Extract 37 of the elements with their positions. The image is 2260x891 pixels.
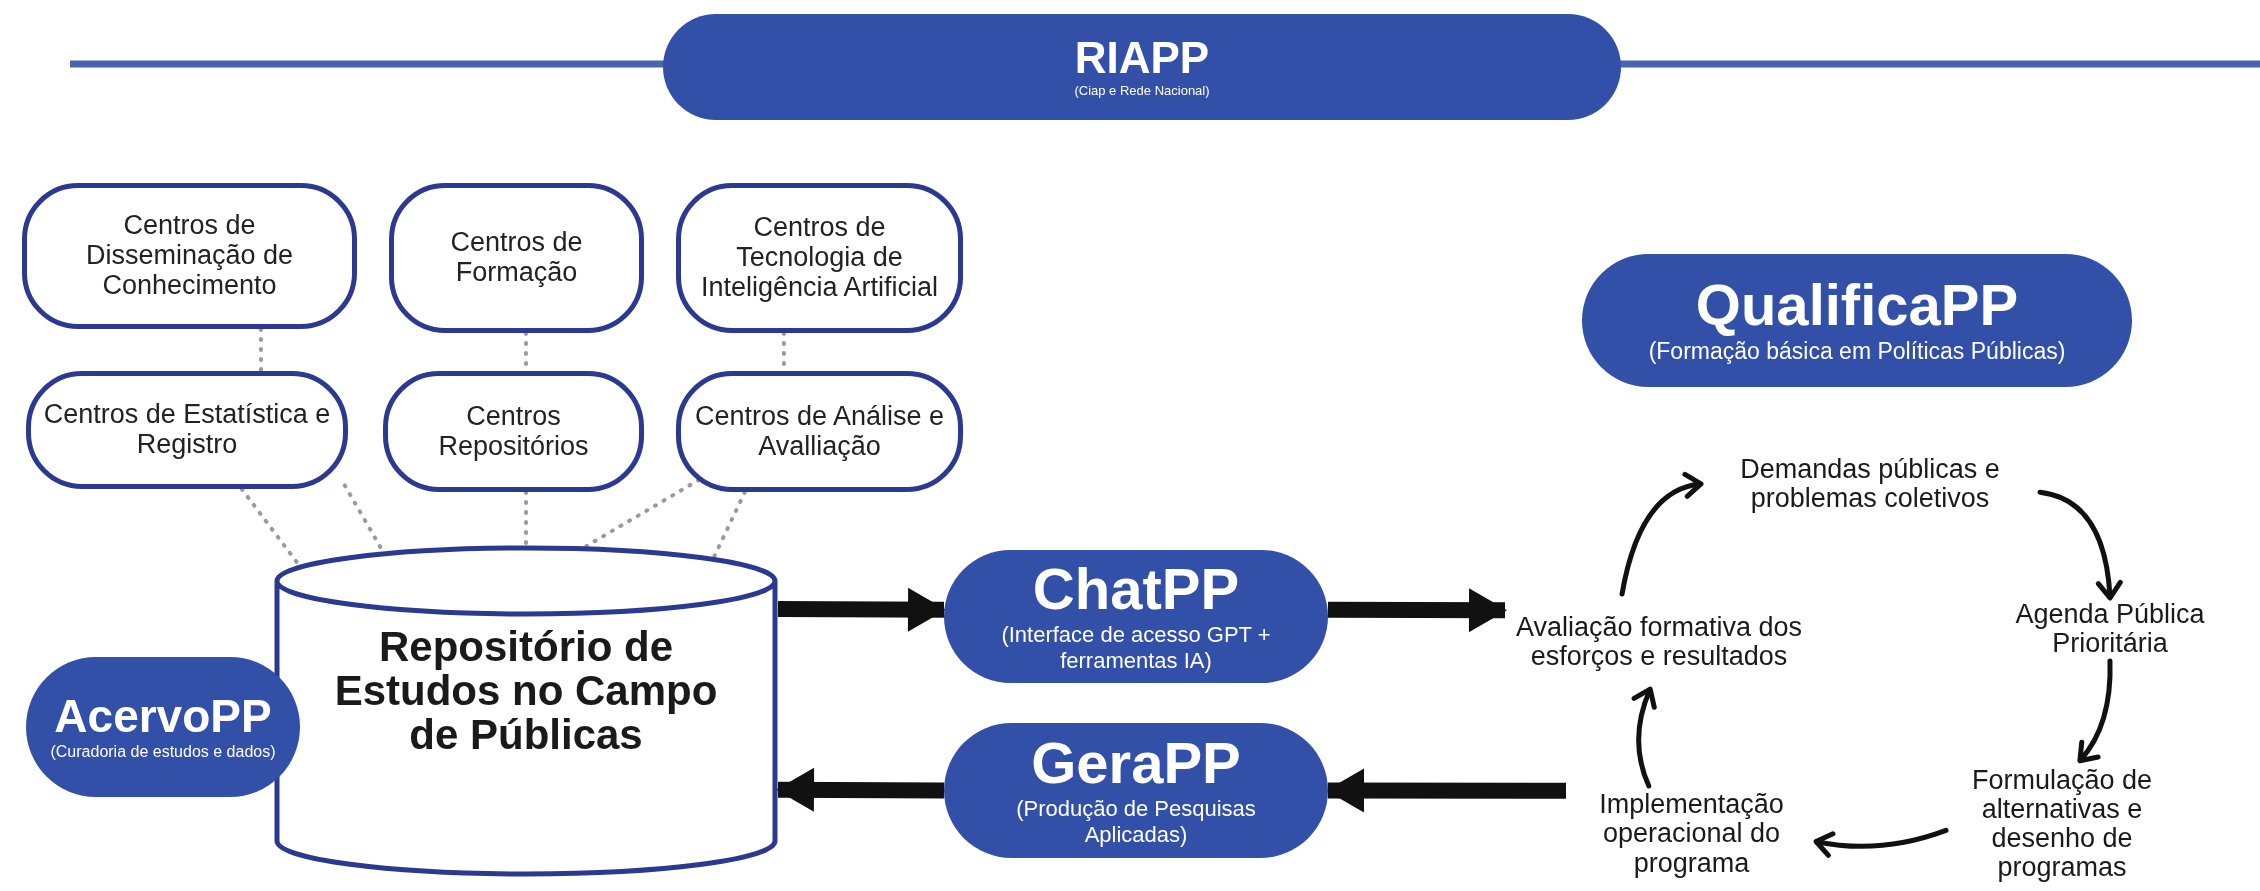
pill-title: AcervoPP (54, 692, 272, 739)
bubble-text: Centros de Análise e Avalliação (693, 401, 946, 462)
curved-arrow (1813, 827, 1949, 858)
dotted-connector (258, 327, 264, 373)
rounded-bubble (22, 183, 357, 329)
cycle-step-text: Demandas públicas e problemas coletivos (1739, 454, 2001, 514)
cycle-step-text: Implementação operacional do programa (1598, 790, 1785, 878)
rounded-bubble (676, 183, 963, 333)
pill-subtitle: (Ciap e Rede Nacional) (1074, 83, 1210, 99)
cycle-step-text: Formulação de alternativas e desenho de programas (1970, 765, 2154, 883)
dotted-connector (524, 490, 529, 547)
dotted-connector (712, 490, 747, 560)
curved-arrow (1619, 473, 1704, 597)
pill-title: GeraPP (1031, 734, 1241, 793)
curved-arrow (2077, 658, 2113, 764)
curved-arrow (1631, 686, 1658, 789)
bubble-text: Centros de Tecnologia de Inteligência Artificial (699, 213, 940, 303)
pill-subtitle: (Interface de acesso GPT + ferramentas IA) (1000, 622, 1272, 673)
bubble-text: Centros de Disseminação de Conhecimento (84, 211, 295, 301)
pill-title: QualificaPP (1695, 276, 2019, 335)
pill-subtitle: (Curadoria de estudos e dados) (50, 742, 276, 762)
cycle-step-text: Avaliação formativa dos esforços e resultados (1514, 612, 1804, 672)
cylinder-label: Repositório de Estudos no Campo de Públicas (333, 625, 719, 758)
pill-title: RIAPP (1074, 35, 1210, 80)
bubble-text: Centros Repositórios (437, 401, 590, 462)
pill-title: ChatPP (1032, 560, 1240, 619)
pill-subtitle: (Produção de Pesquisas Aplicadas) (1015, 796, 1257, 847)
block-arrow (776, 767, 945, 812)
bubble-text: Centros de Formação (449, 228, 584, 288)
block-arrow (1327, 588, 1507, 633)
curved-arrow (2037, 489, 2123, 601)
cycle-step-text: Agenda Pública Prioritária (2014, 599, 2206, 659)
block-arrow (777, 587, 946, 632)
pill-subtitle: (Formação básica em Políticas Públicas) (1648, 338, 2066, 365)
dotted-connector (584, 477, 701, 549)
rounded-bubble (389, 183, 644, 333)
bubble-text: Centros de Estatística e Registro (43, 400, 331, 460)
